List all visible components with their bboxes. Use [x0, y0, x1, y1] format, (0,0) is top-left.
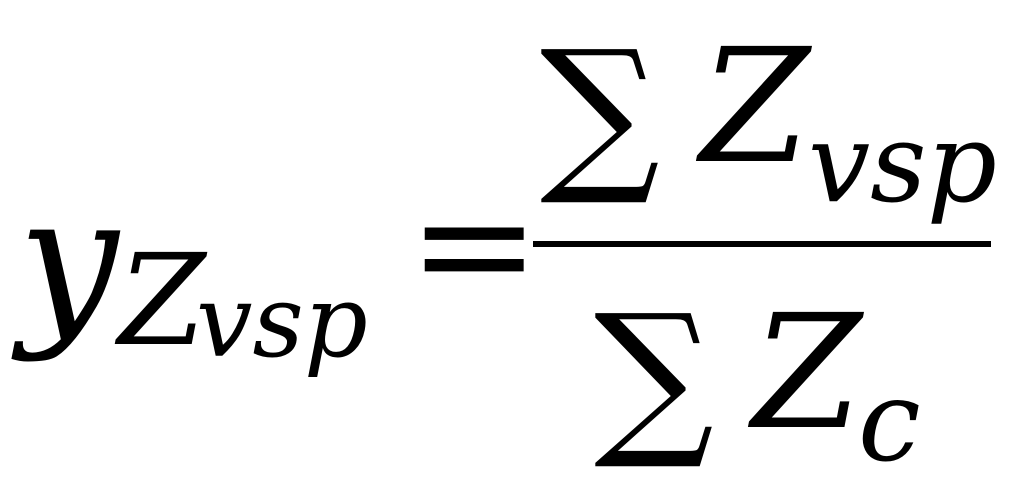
lhs-subscript-z: Z — [118, 227, 206, 374]
denominator-z: Z — [752, 281, 862, 465]
numerator-subscript-vsp: vsp — [808, 99, 998, 227]
numerator-z: Z — [700, 15, 810, 199]
denominator-sum-symbol: ∑ — [594, 278, 714, 474]
numerator-sum-symbol: ∑ — [540, 14, 660, 210]
lhs-variable-y: y — [18, 157, 119, 364]
denominator-subscript-c: c — [858, 357, 921, 487]
equals-sign: = — [408, 153, 541, 337]
lhs-subscript-vsp: vsp — [196, 263, 368, 380]
fraction-bar — [533, 241, 991, 247]
